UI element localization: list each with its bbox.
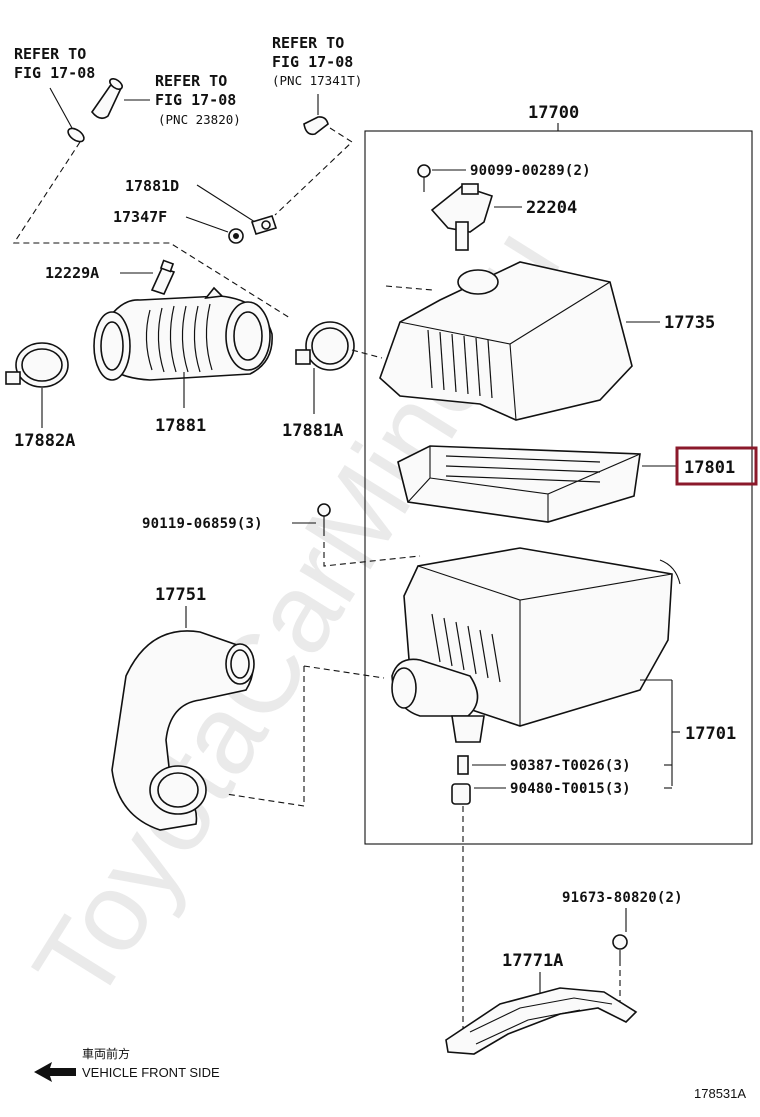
- svg-text:REFER TO: REFER TO: [272, 34, 344, 52]
- bolt-mid-icon: [317, 503, 331, 536]
- inlet-duct-17751: [111, 630, 255, 831]
- ref-mid-label: REFER TO FIG 17-08 (PNC 23820): [155, 72, 241, 127]
- callout-90480-T0015: 90480-T0015(3): [510, 781, 631, 797]
- front-en-label: VEHICLE FRONT SIDE: [82, 1065, 220, 1080]
- cleaner-cap-17735: [379, 261, 633, 421]
- small-clamp-icon: [228, 228, 244, 244]
- bolt-bracket-icon: [612, 934, 628, 966]
- intake-hose-17881: [93, 286, 273, 381]
- callout-17882A: 17882A: [14, 431, 75, 451]
- svg-text:(PNC 17341T): (PNC 17341T): [272, 73, 362, 88]
- callout-90119-06859: 90119-06859(3): [142, 516, 263, 532]
- callout-17701: 17701: [685, 724, 736, 744]
- callout-17881: 17881: [155, 416, 206, 436]
- air-filter-17801: [397, 445, 641, 523]
- callout-17881A: 17881A: [282, 421, 343, 441]
- callout-90387-T0026: 90387-T0026(3): [510, 758, 631, 774]
- clamp-right-icon: [295, 321, 355, 371]
- callout-17347F: 17347F: [113, 208, 167, 226]
- airflow-sensor-icon: [430, 183, 493, 251]
- vehicle-front-indicator: 車両前方 VEHICLE FRONT SIDE: [34, 1046, 220, 1082]
- clip-icon: [250, 215, 278, 235]
- bolt-top-icon: [417, 164, 431, 192]
- callout-17700: 17700: [528, 103, 579, 123]
- svg-text:REFER TO: REFER TO: [155, 72, 227, 90]
- grommet-b-icon: [451, 783, 471, 805]
- callout-22204: 22204: [526, 198, 577, 218]
- svg-text:FIG 17-08: FIG 17-08: [14, 64, 95, 82]
- short-tube-icon: [303, 94, 329, 136]
- callout-90099-00289: 90099-00289(2): [470, 163, 591, 179]
- ref-left-label: REFER TO FIG 17-08: [14, 45, 95, 82]
- cleaner-case-17701: [391, 547, 681, 743]
- callout-17735: 17735: [664, 313, 715, 333]
- vent-pipe-icon: [91, 78, 150, 120]
- svg-text:FIG 17-08: FIG 17-08: [272, 53, 353, 71]
- callout-12229A: 12229A: [45, 264, 99, 282]
- bracket-17771A: [445, 987, 638, 1055]
- callout-17881D: 17881D: [125, 177, 179, 195]
- diagram-id: 178531A: [694, 1086, 746, 1101]
- pcv-valve-icon: [49, 87, 85, 143]
- grommet-a-icon: [457, 755, 469, 775]
- callout-17801: 17801: [684, 458, 735, 478]
- arrow-left-icon: [34, 1062, 76, 1082]
- svg-text:FIG 17-08: FIG 17-08: [155, 91, 236, 109]
- filter-highlight-box: [675, 446, 758, 486]
- callout-91673-80820: 91673-80820(2): [562, 890, 683, 906]
- callout-17771A: 17771A: [502, 951, 563, 971]
- ref-top-label: REFER TO FIG 17-08 (PNC 17341T): [272, 34, 362, 88]
- callout-17751: 17751: [155, 585, 206, 605]
- svg-text:(PNC 23820): (PNC 23820): [158, 112, 241, 127]
- svg-text:REFER TO: REFER TO: [14, 45, 86, 63]
- joint-icon: [150, 259, 176, 295]
- clamp-left-icon: [5, 342, 69, 388]
- front-jp-label: 車両前方: [82, 1046, 130, 1061]
